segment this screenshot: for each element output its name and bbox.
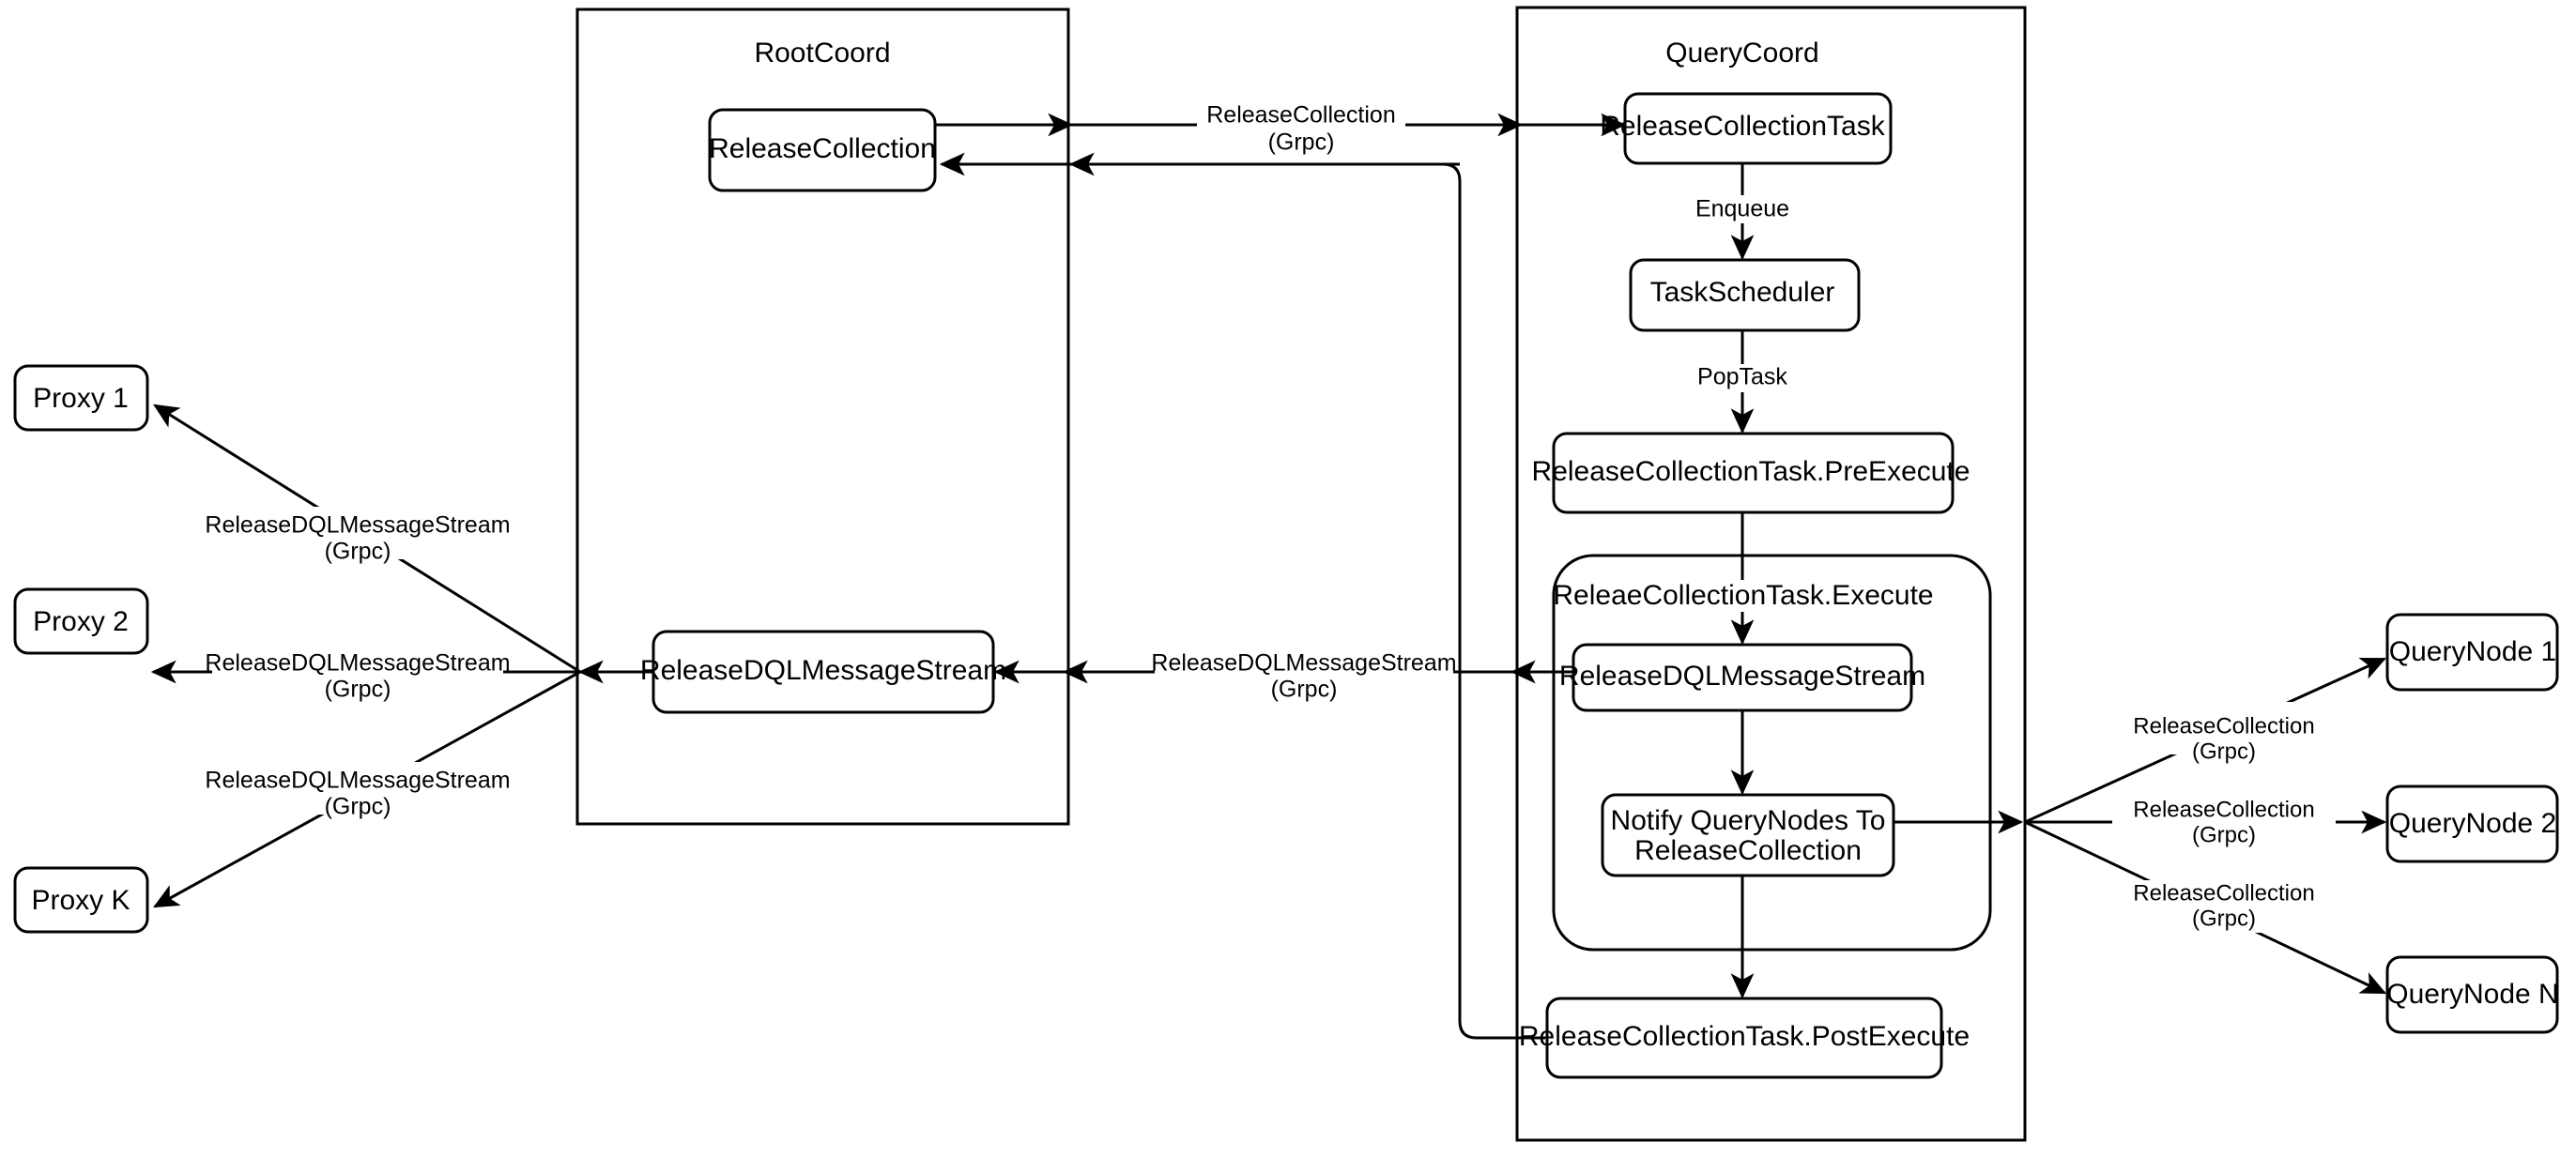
root-release-dql-box[interactable] <box>652 630 995 714</box>
edge-label-bg-release-collection <box>1197 103 1405 156</box>
node-querynode-1[interactable]: QueryNode 1 <box>2385 613 2559 692</box>
edge-label-poptask: PopTask <box>1697 364 1787 390</box>
edge-to-proxy-2: ReleaseDQLMessageStream (Grpc) <box>150 650 580 703</box>
querynode-1-box[interactable] <box>2385 613 2559 692</box>
edge-label-querynode-n-line1: ReleaseCollection <box>2133 880 2314 906</box>
edge-label-querynode-1-line2: (Grpc) <box>2192 739 2256 764</box>
group-releae-collection-task-execute: ReleaeCollectionTask.Execute <box>1552 554 1992 952</box>
edge-release-collection-grpc: ReleaseCollection (Grpc) <box>935 102 1627 156</box>
edge-label-bg-poptask <box>1682 364 1802 392</box>
execute-group-label: ReleaeCollectionTask.Execute <box>1553 580 1933 611</box>
edge-label-releasedql-grpc-line2: (Grpc) <box>1271 677 1338 703</box>
querynode-2-label: QueryNode 2 <box>2389 808 2556 839</box>
execute-group-boundary <box>1552 554 1992 952</box>
notify-querynodes-box[interactable] <box>1601 793 1895 877</box>
pre-execute-label: ReleaseCollectionTask.PreExecute <box>1532 456 1970 487</box>
container-querycoord: QueryCoord <box>1515 6 2027 1142</box>
querycoord-label: QueryCoord <box>1665 38 1818 69</box>
edge-label-proxy-1-line2: (Grpc) <box>325 539 391 565</box>
edge-label-enqueue: Enqueue <box>1695 196 1789 222</box>
edge-label-querynode-2-line2: (Grpc) <box>2192 822 2256 847</box>
querynode-2-box[interactable] <box>2385 785 2559 863</box>
post-execute-label: ReleaseCollectionTask.PostExecute <box>1519 1021 1970 1052</box>
root-release-collection-label: ReleaseCollection <box>709 133 936 164</box>
node-post-execute[interactable]: ReleaseCollectionTask.PostExecute <box>1519 997 1970 1079</box>
task-scheduler-label: TaskScheduler <box>1650 277 1835 308</box>
notify-querynodes-label-line1: Notify QueryNodes To <box>1611 805 1886 836</box>
edge-label-proxy-1-line1: ReleaseDQLMessageStream <box>205 512 510 539</box>
edge-to-querynode-1: ReleaseCollection (Grpc) <box>2024 657 2387 824</box>
task-scheduler-box[interactable] <box>1629 258 1861 332</box>
proxy-k-box[interactable] <box>13 866 149 934</box>
edge-to-proxy-1: ReleaseDQLMessageStream (Grpc) <box>153 404 581 674</box>
container-rootcoord: RootCoord <box>575 8 1070 826</box>
node-release-collection-task[interactable]: ReleaseCollectionTask <box>1600 92 1893 165</box>
pre-execute-box[interactable] <box>1552 432 1955 514</box>
node-notify-querynodes[interactable]: Notify QueryNodes To ReleaseCollection <box>1601 793 1895 877</box>
edge-postexecute-return <box>939 152 1545 1040</box>
proxy-2-box[interactable] <box>13 587 149 655</box>
edge-label-proxy-2-line1: ReleaseDQLMessageStream <box>205 650 510 677</box>
edge-label-release-collection-line2: (Grpc) <box>1268 129 1335 156</box>
edge-label-bg-proxy-2 <box>212 650 503 703</box>
edge-label-bg-enqueue <box>1677 195 1808 223</box>
node-qc-release-dql[interactable]: ReleaseDQLMessageStream <box>1559 643 1925 712</box>
edge-to-proxy-k: ReleaseDQLMessageStream (Grpc) <box>153 670 581 908</box>
querycoord-boundary <box>1515 6 2027 1142</box>
edge-enqueue: Enqueue <box>1677 163 1808 261</box>
node-root-release-dql[interactable]: ReleaseDQLMessageStream <box>640 630 1006 714</box>
edge-line-return-to-rootcoord <box>939 152 1545 1040</box>
node-querynode-2[interactable]: QueryNode 2 <box>2385 785 2559 863</box>
edge-label-bg-proxy-1 <box>212 507 503 559</box>
qc-release-dql-label: ReleaseDQLMessageStream <box>1559 661 1925 692</box>
edge-label-querynode-2-line1: ReleaseCollection <box>2133 797 2314 822</box>
edge-label-bg-proxy-k <box>212 762 503 815</box>
node-proxy-k[interactable]: Proxy K <box>13 866 149 934</box>
edge-poptask: PopTask <box>1682 330 1802 434</box>
node-proxy-2[interactable]: Proxy 2 <box>13 587 149 655</box>
notify-querynodes-label-line2: ReleaseCollection <box>1634 835 1862 866</box>
edge-to-querynode-2: ReleaseCollection (Grpc) <box>2025 797 2387 850</box>
node-querynode-n[interactable]: QueryNode N <box>2385 955 2559 1034</box>
node-pre-execute[interactable]: ReleaseCollectionTask.PreExecute <box>1532 432 1970 514</box>
querynode-1-label: QueryNode 1 <box>2389 636 2556 667</box>
edge-label-release-collection-line1: ReleaseCollection <box>1206 102 1396 129</box>
release-collection-task-box[interactable] <box>1623 92 1893 165</box>
edge-label-bg-releasedql-grpc <box>1155 650 1453 703</box>
proxy-k-label: Proxy K <box>31 885 130 916</box>
edge-label-querynode-1-line1: ReleaseCollection <box>2133 713 2314 739</box>
edge-label-proxy-k-line1: ReleaseDQLMessageStream <box>205 768 510 794</box>
rootcoord-label: RootCoord <box>754 38 890 69</box>
querynode-n-box[interactable] <box>2385 955 2559 1034</box>
edge-label-bg-querynode-2 <box>2112 798 2336 850</box>
proxy-1-box[interactable] <box>13 364 149 432</box>
qc-release-dql-box[interactable] <box>1572 643 1913 712</box>
root-release-collection-box[interactable] <box>708 108 937 192</box>
release-collection-task-label: ReleaseCollectionTask <box>1600 111 1885 142</box>
proxy-1-label: Proxy 1 <box>33 383 129 414</box>
rootcoord-boundary <box>575 8 1070 826</box>
edge-releasedql-grpc: ReleaseDQLMessageStream (Grpc) <box>993 650 1573 703</box>
node-proxy-1[interactable]: Proxy 1 <box>13 364 149 432</box>
post-execute-box[interactable] <box>1545 997 1943 1079</box>
edge-label-releasedql-grpc-line1: ReleaseDQLMessageStream <box>1151 650 1456 677</box>
root-release-dql-label: ReleaseDQLMessageStream <box>640 655 1006 686</box>
node-root-release-collection[interactable]: ReleaseCollection <box>708 108 937 192</box>
edge-label-proxy-k-line2: (Grpc) <box>325 794 391 820</box>
edge-label-bg-querynode-1 <box>2112 702 2336 754</box>
proxy-2-label: Proxy 2 <box>33 606 129 637</box>
edge-label-bg-querynode-n <box>2112 880 2336 933</box>
node-task-scheduler[interactable]: TaskScheduler <box>1629 258 1861 332</box>
edge-label-proxy-2-line2: (Grpc) <box>325 677 391 703</box>
edge-label-querynode-n-line2: (Grpc) <box>2192 906 2256 931</box>
edge-to-querynode-n: ReleaseCollection (Grpc) <box>2024 820 2387 995</box>
querynode-n-label: QueryNode N <box>2386 979 2558 1010</box>
execute-group-label-bg <box>1607 580 1936 612</box>
